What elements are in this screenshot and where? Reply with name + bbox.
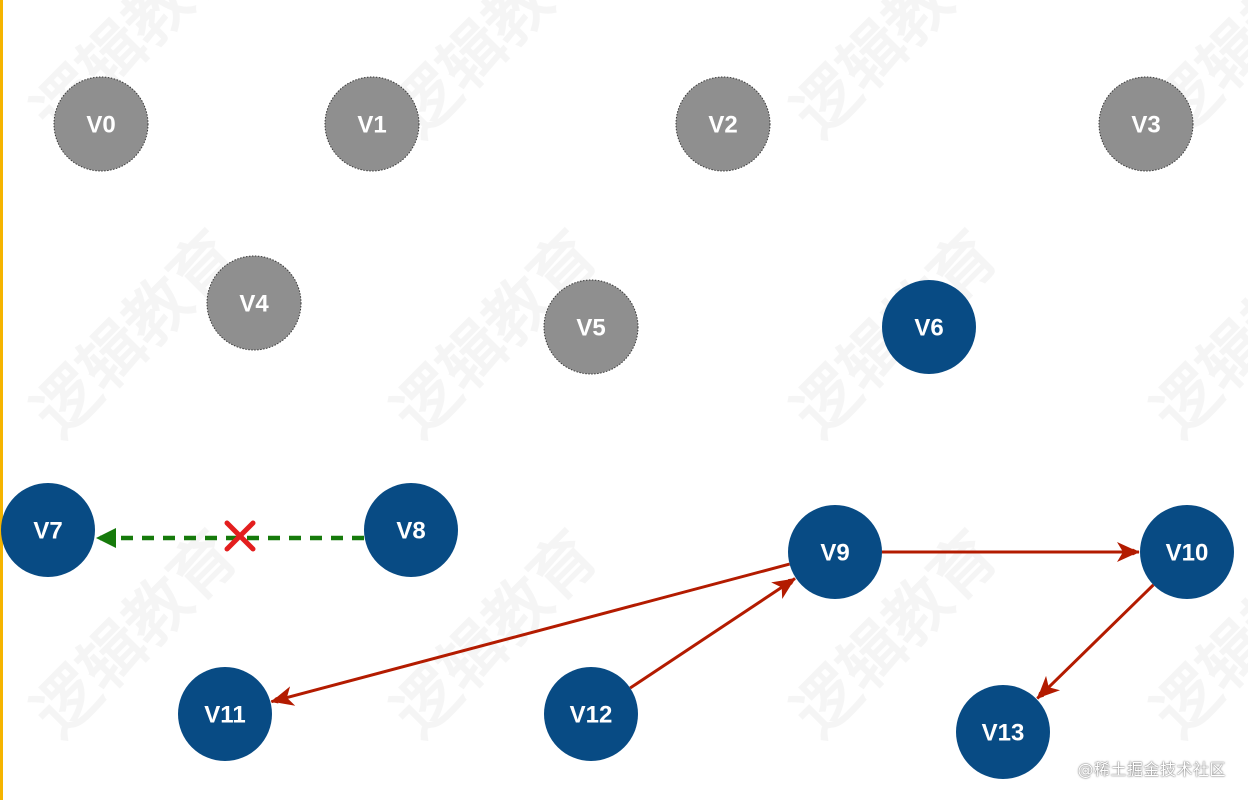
node-label: V3 [1131, 112, 1160, 139]
node-v11: V11 [178, 667, 272, 761]
node-v7: V7 [1, 483, 95, 577]
node-v4: V4 [206, 255, 302, 351]
node-v9: V9 [788, 505, 882, 599]
watermark: 逻辑教育逻辑教育逻辑教育逻辑教育逻辑教育逻辑教育逻辑教育逻辑教育逻辑教育逻辑教育… [19, 0, 1248, 751]
node-label: V11 [204, 702, 245, 729]
node-v2: V2 [675, 76, 771, 172]
edge-v9-to-v10-arrowhead [1117, 542, 1139, 562]
node-circle [324, 76, 420, 172]
edge-v10-to-v13-arrowhead [1037, 675, 1061, 699]
site-credit: @稀土掘金技术社区 [1077, 760, 1226, 779]
node-label: V13 [982, 720, 1025, 747]
watermark-text: 逻辑教育 [1139, 218, 1248, 451]
node-circle [178, 667, 272, 761]
node-circle [1, 483, 95, 577]
node-v6: V6 [882, 280, 976, 374]
node-v12: V12 [544, 667, 638, 761]
node-label: V10 [1166, 540, 1209, 567]
node-circle [882, 280, 976, 374]
node-v5: V5 [543, 279, 639, 375]
node-circle [206, 255, 302, 351]
node-label: V4 [239, 291, 269, 318]
node-v8: V8 [364, 483, 458, 577]
node-circle [544, 667, 638, 761]
node-v1: V1 [324, 76, 420, 172]
node-label: V1 [357, 112, 386, 139]
edge-v12-to-v9 [629, 577, 796, 690]
node-v3: V3 [1098, 76, 1194, 172]
node-label: V7 [33, 518, 62, 545]
edge-v9-to-v11-arrowhead [271, 686, 296, 706]
node-label: V5 [576, 315, 605, 342]
node-v0: V0 [53, 76, 149, 172]
node-label: V0 [86, 112, 115, 139]
node-v10: V10 [1140, 505, 1234, 599]
node-circle [543, 279, 639, 375]
cross-icon [224, 520, 256, 552]
node-label: V8 [396, 518, 425, 545]
node-circle [53, 76, 149, 172]
node-circle [1140, 505, 1234, 599]
node-circle [788, 505, 882, 599]
node-label: V9 [820, 540, 849, 567]
node-circle [675, 76, 771, 172]
watermark-text: 逻辑教育 [779, 0, 1012, 151]
node-circle [364, 483, 458, 577]
node-circle [1098, 76, 1194, 172]
edge-v9-to-v11 [270, 562, 790, 704]
node-label: V2 [708, 112, 737, 139]
left-accent-border [0, 0, 3, 800]
watermark-text: 逻辑教育 [19, 218, 252, 451]
edges [96, 520, 1155, 706]
edge-v12-to-v9-arrowhead [771, 578, 796, 600]
node-circle [956, 685, 1050, 779]
node-v13: V13 [956, 685, 1050, 779]
node-label: V12 [570, 702, 613, 729]
edge-v10-to-v13 [1036, 583, 1155, 700]
node-label: V6 [914, 315, 943, 342]
